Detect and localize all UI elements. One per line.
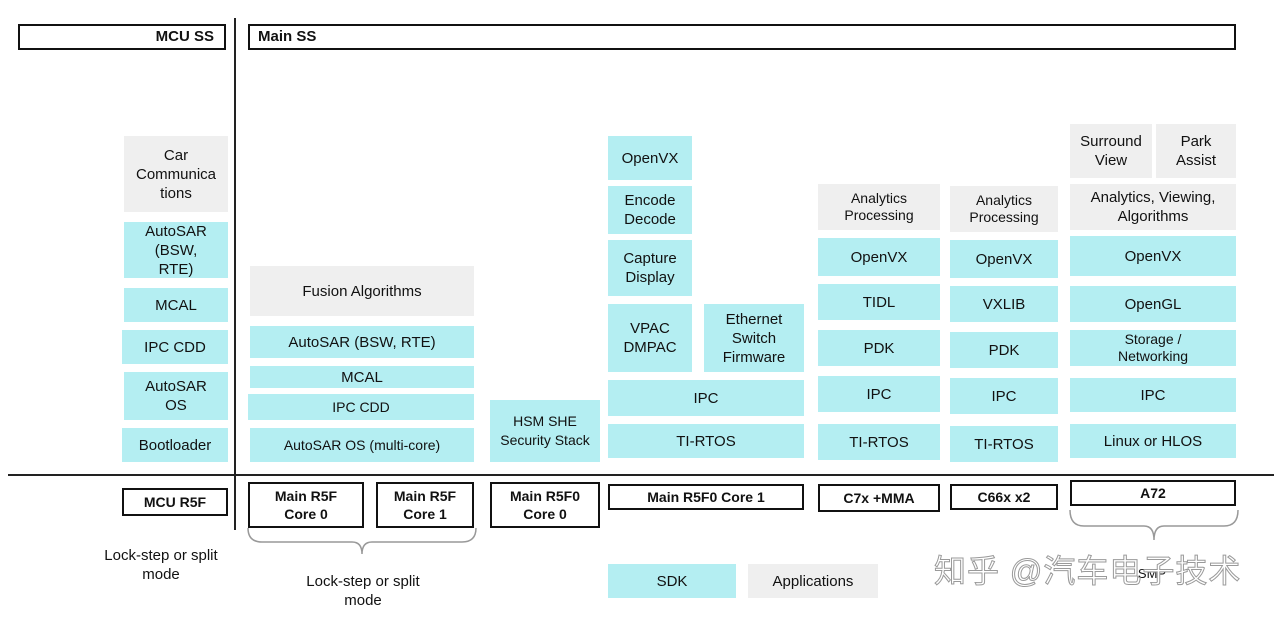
opengl-block: OpenGL [1070,286,1236,322]
core1-ti-rtos-block: TI-RTOS [608,424,804,458]
storage-networking-block: Storage / Networking [1070,330,1236,366]
c7x-openvx-block: OpenVX [818,238,940,276]
linux-hlos-block: Linux or HLOS [1070,424,1236,458]
c66x-pdk-block: PDK [950,332,1058,368]
main-ss-header: Main SS [248,24,1236,50]
r5f-ipc-cdd-block: IPC CDD [248,394,474,420]
bootloader-block: Bootloader [122,428,228,462]
watermark: 知乎 @汽车电子技术 [934,553,1242,590]
main-r5f0-core0: Main R5F0 Core 0 [490,482,600,528]
mcu-ipc-cdd-block: IPC CDD [122,330,228,364]
encode-decode-block: Encode Decode [608,186,692,234]
c7x-ipc-block: IPC [818,376,940,412]
main-r5f0-core1: Main R5F0 Core 1 [608,484,804,510]
r5f-autosar-bsw-rte-block: AutoSAR (BSW, RTE) [250,326,474,358]
ethernet-switch-firmware-block: Ethernet Switch Firmware [704,304,804,372]
c66x-openvx-block: OpenVX [950,240,1058,278]
mcu-autosar-bsw-rte-block: AutoSAR (BSW, RTE) [124,222,228,278]
main-r5f-core0: Main R5F Core 0 [248,482,364,528]
smp-note: SMP [1137,566,1167,581]
vpac-dmpac-block: VPAC DMPAC [608,304,692,372]
a72-ipc-block: IPC [1070,378,1236,412]
tidl-block: TIDL [818,284,940,320]
core1-ipc-block: IPC [608,380,804,416]
a72-openvx-block: OpenVX [1070,236,1236,276]
main-r5f-bracket [247,527,477,555]
mcu-ss-header: MCU SS [18,24,226,50]
mcu-main-divider [234,18,236,530]
mcu-ss-label: MCU SS [155,28,214,45]
a72-core: A72 [1070,480,1236,506]
r5f-autosar-os-block: AutoSAR OS (multi-core) [250,428,474,462]
car-communications-block: Car Communica tions [124,136,228,212]
c7x-analytics-processing-block: Analytics Processing [818,184,940,230]
fusion-algorithms-block: Fusion Algorithms [250,266,474,316]
hsm-she-security-stack-block: HSM SHE Security Stack [490,400,600,462]
c7x-mma-core: C7x +MMA [818,484,940,512]
analytics-viewing-algorithms-block: Analytics, Viewing, Algorithms [1070,184,1236,230]
c66x-ti-rtos-block: TI-RTOS [950,426,1058,462]
main-r5f-core1: Main R5F Core 1 [376,482,474,528]
legend-applications: Applications [748,564,878,598]
legend-sdk: SDK [608,564,736,598]
mcu-r5f-core: MCU R5F [122,488,228,516]
software-hardware-divider [8,474,1274,476]
c7x-ti-rtos-block: TI-RTOS [818,424,940,460]
c7x-pdk-block: PDK [818,330,940,366]
r5f-mcal-block: MCAL [250,366,474,388]
capture-display-block: Capture Display [608,240,692,296]
mcu-lockstep-note: Lock-step or split mode [104,547,218,583]
main-r5f-lockstep-note: Lock-step or split mode [306,573,420,609]
park-assist-block: Park Assist [1156,124,1236,178]
main-ss-label: Main SS [258,28,317,45]
c66x-core: C66x x2 [950,484,1058,510]
core1-openvx-block: OpenVX [608,136,692,180]
mcu-mcal-block: MCAL [124,288,228,322]
vxlib-block: VXLIB [950,286,1058,322]
a72-smp-bracket [1069,509,1239,541]
surround-view-block: Surround View [1070,124,1152,178]
c66x-analytics-processing-block: Analytics Processing [950,186,1058,232]
c66x-ipc-block: IPC [950,378,1058,414]
mcu-autosar-os-block: AutoSAR OS [124,372,228,420]
